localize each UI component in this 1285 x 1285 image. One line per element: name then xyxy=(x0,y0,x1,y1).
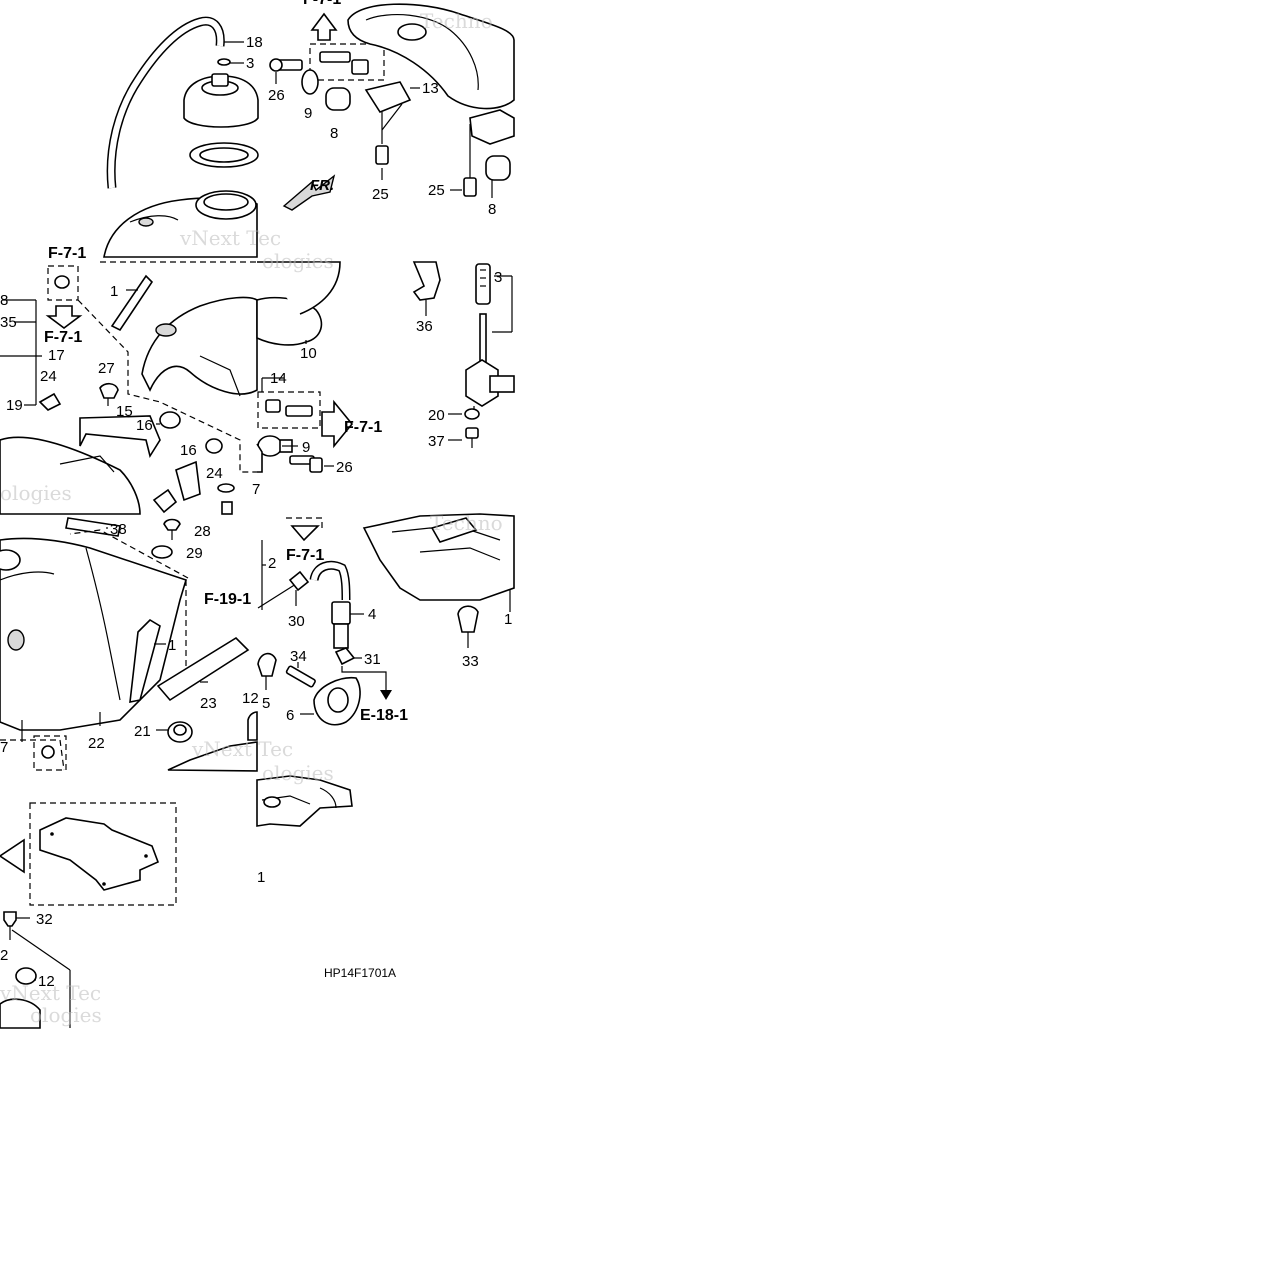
callout-29: 29 xyxy=(186,545,203,562)
callout-17: 17 xyxy=(48,347,65,364)
callout-19: 19 xyxy=(6,397,23,414)
callout-3: 3 xyxy=(246,55,254,72)
ref-f-7-1-a: F-7-1 xyxy=(48,245,86,262)
callout-27: 27 xyxy=(98,360,115,377)
callout-30: 30 xyxy=(288,613,305,630)
callout-18: 18 xyxy=(246,34,263,51)
callout-13: 13 xyxy=(422,80,439,97)
tile-fuel-cap: vNext Tec xyxy=(103,16,281,258)
ref-f-7-1-top: F-7-1 xyxy=(303,0,341,8)
callout-24: 24 xyxy=(40,368,57,385)
watermark-text: Techno xyxy=(420,9,493,33)
callout-21: 21 xyxy=(134,723,151,740)
watermark-text: ologies xyxy=(0,481,72,505)
callout-20: 20 xyxy=(428,407,445,424)
callout-16: 16 xyxy=(136,417,153,434)
callout-10: 10 xyxy=(300,345,317,362)
ref-f-7-1-c: F-7-1 xyxy=(344,419,382,436)
watermark-text: ologies xyxy=(262,761,334,785)
callout-26: 26 xyxy=(336,459,353,476)
tile-heat-guard: vNext Tec ologies xyxy=(0,802,177,1029)
callout-8: 8 xyxy=(0,292,8,309)
callout-4: 4 xyxy=(368,606,376,623)
ref-f-7-1-d: F-7-1 xyxy=(286,547,324,564)
tile-tank-mount: F-7-1 FR. Techno xyxy=(269,0,515,211)
callout-12: 12 xyxy=(38,973,55,990)
callout-31: 31 xyxy=(364,651,381,668)
tile-fuel-line: F-7-1 E-18-1 Techno xyxy=(257,511,515,726)
callout-28: 28 xyxy=(194,523,211,540)
callout-15: 15 xyxy=(116,403,133,420)
callout-38: 38 xyxy=(110,521,127,538)
ref-f-19-1: F-19-1 xyxy=(204,591,251,608)
callout-24: 24 xyxy=(206,465,223,482)
callout-25: 25 xyxy=(372,186,389,203)
callout-16: 16 xyxy=(180,442,197,459)
callout-3: 3 xyxy=(494,269,502,286)
callout-6: 6 xyxy=(286,707,294,724)
watermark-text: ologies xyxy=(30,1003,102,1027)
diagram-code: HP14F1701A xyxy=(324,966,396,980)
callout-9: 9 xyxy=(302,439,310,456)
callout-7: 7 xyxy=(0,739,8,756)
watermark-text: ologies xyxy=(262,249,334,273)
callout-23: 23 xyxy=(200,695,217,712)
callout-22: 22 xyxy=(88,735,105,752)
callout-14: 14 xyxy=(270,370,287,387)
tile-side-cover: F-19-1 vNext Tec xyxy=(0,517,297,772)
callout-2: 2 xyxy=(0,947,8,964)
callout-1: 1 xyxy=(110,283,118,300)
callout-1: 1 xyxy=(168,637,176,654)
callout-8: 8 xyxy=(488,201,496,218)
callout-2: 2 xyxy=(268,555,276,572)
ref-f-7-1-b: F-7-1 xyxy=(44,329,82,346)
callouts: 18 3 26 9 8 13 25 25 8 1 8 35 17 19 24 2… xyxy=(0,34,512,990)
watermark-text: vNext Tec xyxy=(179,226,281,250)
watermark-text: vNext Tec xyxy=(191,737,293,761)
watermark-text: Techno xyxy=(430,511,503,535)
callout-1: 1 xyxy=(257,869,265,886)
ref-e-18-1: E-18-1 xyxy=(360,707,408,724)
callout-32: 32 xyxy=(36,911,53,928)
callout-36: 36 xyxy=(416,318,433,335)
callout-25: 25 xyxy=(428,182,445,199)
callout-26: 26 xyxy=(268,87,285,104)
tile-under-frame: HP14F1701A ologies xyxy=(256,761,396,980)
direction-label: FR. xyxy=(310,177,334,194)
callout-12: 12 xyxy=(242,690,259,707)
callout-5: 5 xyxy=(262,695,270,712)
watermark-text: vNext Tec xyxy=(0,981,101,1005)
callout-33: 33 xyxy=(462,653,479,670)
tile-fuel-tank: F-7-1 ologies xyxy=(256,249,515,473)
callout-7: 7 xyxy=(252,481,260,498)
tile-tank-shroud: F-7-1 F-7-1 ologies xyxy=(0,245,258,515)
callout-37: 37 xyxy=(428,433,445,450)
callout-35: 35 xyxy=(0,314,17,331)
callout-9: 9 xyxy=(304,105,312,122)
callout-8: 8 xyxy=(330,125,338,142)
callout-11: 1 xyxy=(504,611,512,628)
callout-34: 34 xyxy=(290,648,307,665)
